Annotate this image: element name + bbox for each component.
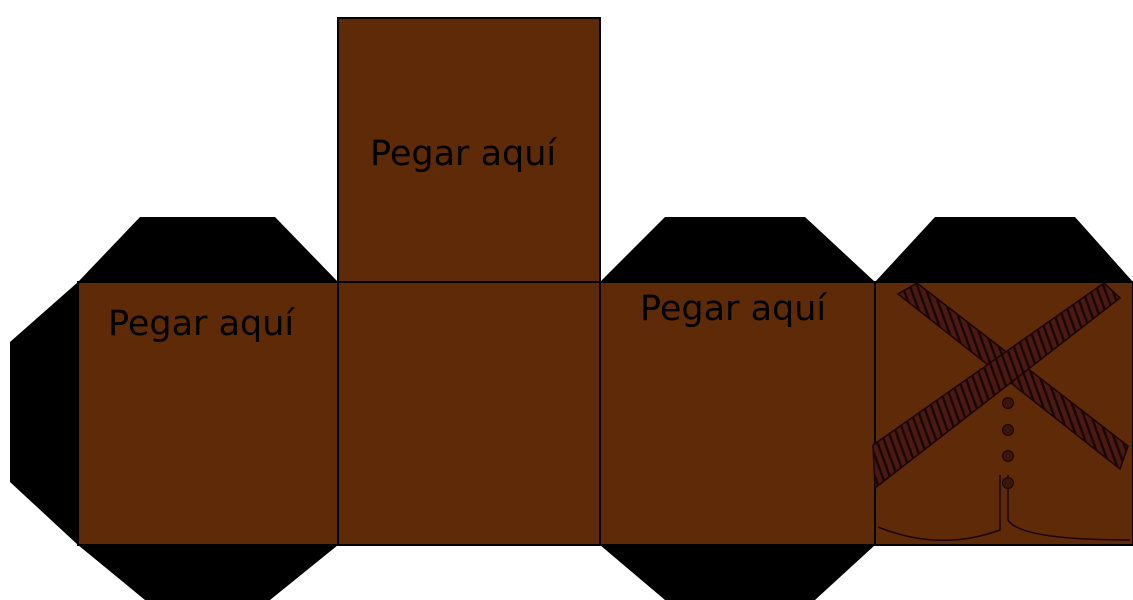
vest-left-pocket-line bbox=[877, 475, 1001, 541]
face-center bbox=[337, 281, 601, 546]
cube-faces bbox=[77, 17, 1133, 546]
flap-top-far-right bbox=[875, 217, 1133, 282]
face-right bbox=[599, 281, 876, 546]
glue-flaps bbox=[10, 217, 1133, 600]
vest-right-pocket-line bbox=[1007, 475, 1131, 541]
label-left-face: Pegar aquí bbox=[108, 304, 295, 344]
label-right-face: Pegar aquí bbox=[640, 289, 827, 329]
face-far-right bbox=[874, 281, 1133, 546]
face-left bbox=[77, 281, 339, 546]
flap-left bbox=[10, 282, 78, 545]
vest-button-3 bbox=[1002, 450, 1014, 462]
vest-button-2 bbox=[1002, 424, 1014, 436]
bandolier-right bbox=[872, 282, 1122, 490]
vest-button-1 bbox=[1002, 397, 1014, 409]
vest-button-4 bbox=[1002, 477, 1014, 489]
vest-front bbox=[872, 282, 1131, 541]
face-top bbox=[337, 17, 601, 283]
label-top-flap: Pegar aquí bbox=[370, 134, 557, 174]
flap-bottom-right bbox=[600, 545, 875, 600]
flap-bottom-left bbox=[78, 545, 338, 600]
flap-top-right bbox=[600, 217, 875, 282]
flap-top-left bbox=[78, 217, 338, 282]
